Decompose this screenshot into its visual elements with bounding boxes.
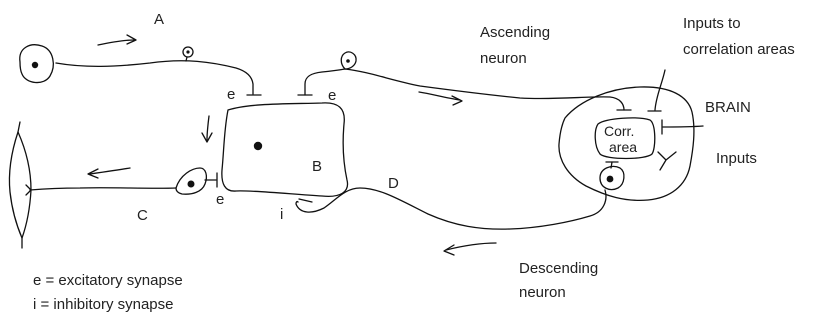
label-brain: BRAIN <box>705 99 751 116</box>
label-a: A <box>154 11 164 28</box>
label-corr-line1: Corr. <box>604 123 634 139</box>
neuron-a-small-cell <box>182 46 194 58</box>
corr-area-box <box>594 117 656 160</box>
brain <box>558 69 704 202</box>
inputs-fork <box>657 151 677 171</box>
arrow-a <box>97 34 137 46</box>
label-inputs-corr-line2: correlation areas <box>683 41 795 58</box>
legend-excitatory: e = excitatory synapse <box>33 272 183 289</box>
brain-input-fiber <box>662 125 704 128</box>
label-b: B <box>312 158 322 175</box>
neuron-c-soma <box>175 167 207 195</box>
ascending-neuron <box>297 51 632 111</box>
label-corr-line2: area <box>609 139 637 155</box>
neuron-b-nucleus <box>253 141 263 151</box>
ascending-soma <box>340 51 357 70</box>
label-c: C <box>137 207 148 224</box>
label-i: i <box>280 206 283 223</box>
label-d: D <box>388 175 399 192</box>
inputs-correlation-fiber <box>654 69 666 111</box>
neuron-a <box>19 44 262 96</box>
brain-descending-soma <box>599 165 625 191</box>
label-e-c: e <box>216 191 224 208</box>
label-inputs: Inputs <box>716 150 757 167</box>
neuron-c <box>25 167 218 196</box>
muscle-outline <box>8 131 32 239</box>
descending-fiber <box>295 187 607 230</box>
arrow-descending <box>443 242 497 256</box>
neuron-b <box>221 102 349 198</box>
descending-neuron <box>295 187 607 230</box>
neuron-a-soma <box>19 44 54 84</box>
neuron-c-nucleus <box>187 180 195 188</box>
label-descending-line1: Descending <box>519 260 598 277</box>
ascending-fiber <box>304 68 625 111</box>
arrow-down <box>201 115 213 143</box>
legend-inhibitory: i = inhibitory synapse <box>33 296 174 313</box>
neuron-c-axon <box>29 187 177 191</box>
neuron-b-body <box>221 102 349 198</box>
arrow-c <box>87 167 131 179</box>
muscle-effector <box>8 121 32 249</box>
descending-terminal <box>298 198 313 203</box>
neuron-a-axon <box>55 60 254 95</box>
label-ascending-line1: Ascending <box>480 24 550 41</box>
brain-outline <box>558 86 695 202</box>
label-ascending-line2: neuron <box>480 50 527 67</box>
label-e-right: e <box>328 87 336 104</box>
label-inputs-corr-line1: Inputs to <box>683 15 741 32</box>
label-descending-line2: neuron <box>519 284 566 301</box>
arrow-ascending <box>418 91 463 106</box>
neuron-a-nucleus <box>31 61 39 69</box>
label-e-left: e <box>227 86 235 103</box>
